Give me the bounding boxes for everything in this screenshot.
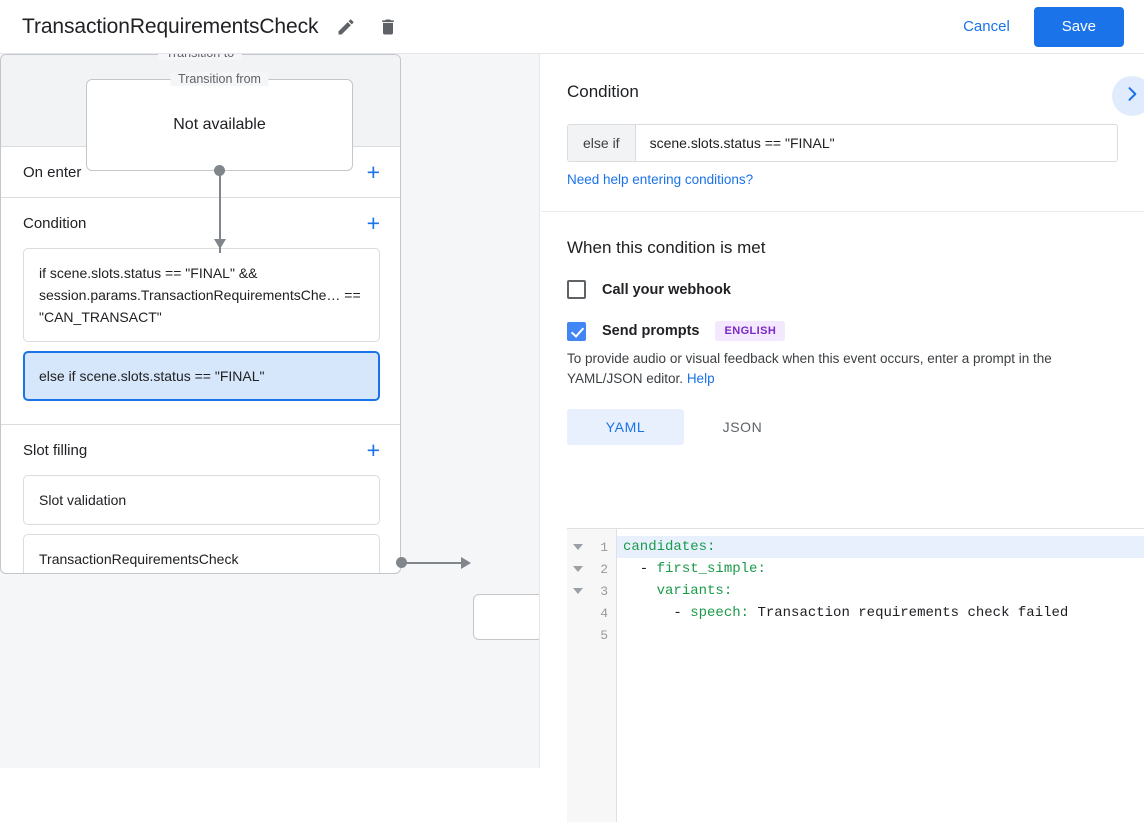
condition-expression-input[interactable]: scene.slots.status == "FINAL" <box>649 135 835 151</box>
connector-dot-from <box>214 165 225 176</box>
connector-line-vertical <box>218 171 221 253</box>
connector-arrow-right <box>461 556 471 569</box>
section-on-enter-header: On enter + <box>1 147 400 197</box>
add-slot-filling-button[interactable]: + <box>366 436 380 463</box>
when-met-heading: When this condition is met <box>567 238 766 257</box>
add-on-enter-button[interactable]: + <box>366 158 380 185</box>
transition-from-value: Not available <box>173 116 266 133</box>
fold-triangle-icon[interactable] <box>573 588 583 594</box>
send-prompts-checkbox[interactable] <box>567 321 586 341</box>
panel-condition-heading: Condition <box>567 82 639 101</box>
section-slot-filling-title: Slot filling <box>23 441 88 459</box>
gutter-line-3: 3 <box>567 580 616 602</box>
yaml-key: first_simple <box>656 561 758 577</box>
slot-filling-item-check[interactable]: TransactionRequirementsCheck <box>23 534 380 573</box>
connector-dot-condition <box>396 557 407 568</box>
cancel-button[interactable]: Cancel <box>963 18 1010 35</box>
yaml-code-editor[interactable]: 1 2 3 4 5 candidates: - first_simple: varian… <box>567 528 1144 822</box>
yaml-key: speech <box>690 605 741 621</box>
line-number: 3 <box>600 583 608 599</box>
prompts-help-link[interactable]: Help <box>686 371 715 386</box>
line-number: 2 <box>600 561 608 577</box>
chevron-right-icon <box>1122 84 1142 109</box>
add-condition-button[interactable]: + <box>366 209 380 236</box>
yaml-colon: : <box>707 539 716 555</box>
line-number: 4 <box>600 605 608 621</box>
fold-triangle-icon[interactable] <box>573 566 583 572</box>
condition-input-row[interactable]: else if scene.slots.status == "FINAL" <box>567 124 1118 162</box>
code-line-5[interactable] <box>617 624 1144 646</box>
webhook-checkbox-row[interactable]: Call your webhook <box>567 280 1118 299</box>
yaml-value: Transaction requirements check failed <box>749 605 1069 621</box>
section-condition: Condition + if scene.slots.status == "FI… <box>1 198 400 425</box>
code-line-2[interactable]: - first_simple: <box>623 561 766 577</box>
editor-code-area[interactable]: candidates: - first_simple: variants: - … <box>617 529 1144 822</box>
delete-button[interactable] <box>374 13 402 41</box>
yaml-colon: : <box>723 583 733 599</box>
transition-to-legend: Transition to <box>157 54 243 60</box>
language-badge: ENGLISH <box>715 321 786 341</box>
connector-arrow-down <box>213 239 226 249</box>
condition-item-selected[interactable]: else if scene.slots.status == "FINAL" <box>23 351 380 401</box>
section-slot-filling: Slot filling + Slot validation Transacti… <box>1 425 400 573</box>
prompts-helper-sentence: To provide audio or visual feedback when… <box>567 351 1052 386</box>
gutter-line-4: 4 <box>567 602 616 624</box>
condition-prefix-label: else if <box>568 125 636 161</box>
transition-from-legend: Transition from <box>170 72 269 86</box>
call-webhook-checkbox[interactable] <box>567 280 586 299</box>
page-title: TransactionRequirementsCheck <box>22 14 319 38</box>
pencil-icon <box>336 17 356 37</box>
edit-name-button[interactable] <box>332 13 360 41</box>
main-content: Transition from Not available Transition… <box>0 54 1144 822</box>
panel-when-met-section: When this condition is met Call your web… <box>541 212 1144 445</box>
send-prompts-label: Send prompts <box>602 323 700 339</box>
section-on-enter-title: On enter <box>23 163 82 181</box>
editor-format-tabs: YAML JSON <box>567 409 1118 445</box>
line-number: 1 <box>600 539 608 555</box>
section-condition-header: Condition + <box>1 198 400 248</box>
call-webhook-label: Call your webhook <box>602 281 731 298</box>
send-prompts-checkbox-row[interactable]: Send prompts ENGLISH <box>567 321 1118 341</box>
save-button[interactable]: Save <box>1033 6 1124 47</box>
condition-item[interactable]: if scene.slots.status == "FINAL" && sess… <box>23 248 380 342</box>
yaml-colon: : <box>740 605 750 621</box>
code-line-1[interactable]: candidates: <box>617 536 1144 558</box>
yaml-key: candidates <box>623 539 708 555</box>
fold-triangle-icon[interactable] <box>573 544 583 550</box>
gutter-line-1: 1 <box>567 536 616 558</box>
gutter-line-2: 2 <box>567 558 616 580</box>
condition-help-link[interactable]: Need help entering conditions? <box>567 172 754 187</box>
connector-line-horizontal <box>402 561 467 564</box>
tab-json[interactable]: JSON <box>722 419 763 435</box>
prompts-helper-text: To provide audio or visual feedback when… <box>567 349 1118 389</box>
code-line-4[interactable]: - speech: Transaction requirements check… <box>623 605 1069 621</box>
transition-from-card[interactable]: Transition from Not available <box>86 72 353 171</box>
line-number: 5 <box>600 627 608 643</box>
section-on-enter: On enter + <box>1 147 400 198</box>
editor-gutter: 1 2 3 4 5 <box>567 529 617 822</box>
target-node-card[interactable] <box>473 594 539 640</box>
code-line-3[interactable]: variants: <box>617 580 1144 602</box>
panel-condition-section: Condition else if scene.slots.status == … <box>541 54 1144 212</box>
flow-canvas[interactable]: Transition from Not available Transition… <box>0 54 540 768</box>
yaml-colon: : <box>757 561 766 577</box>
slot-filling-item-validation[interactable]: Slot validation <box>23 475 380 525</box>
gutter-line-5: 5 <box>567 624 616 646</box>
section-condition-title: Condition <box>23 214 87 232</box>
expand-panel-button[interactable] <box>1112 76 1144 116</box>
top-app-bar: TransactionRequirementsCheck Cancel Save <box>0 0 1144 54</box>
trash-icon <box>378 17 398 37</box>
yaml-key: variants <box>656 583 724 599</box>
tab-yaml[interactable]: YAML <box>567 409 684 445</box>
section-slot-filling-header: Slot filling + <box>1 425 400 475</box>
scene-card[interactable]: Transition to TransactionRequirementsChe… <box>0 54 401 574</box>
